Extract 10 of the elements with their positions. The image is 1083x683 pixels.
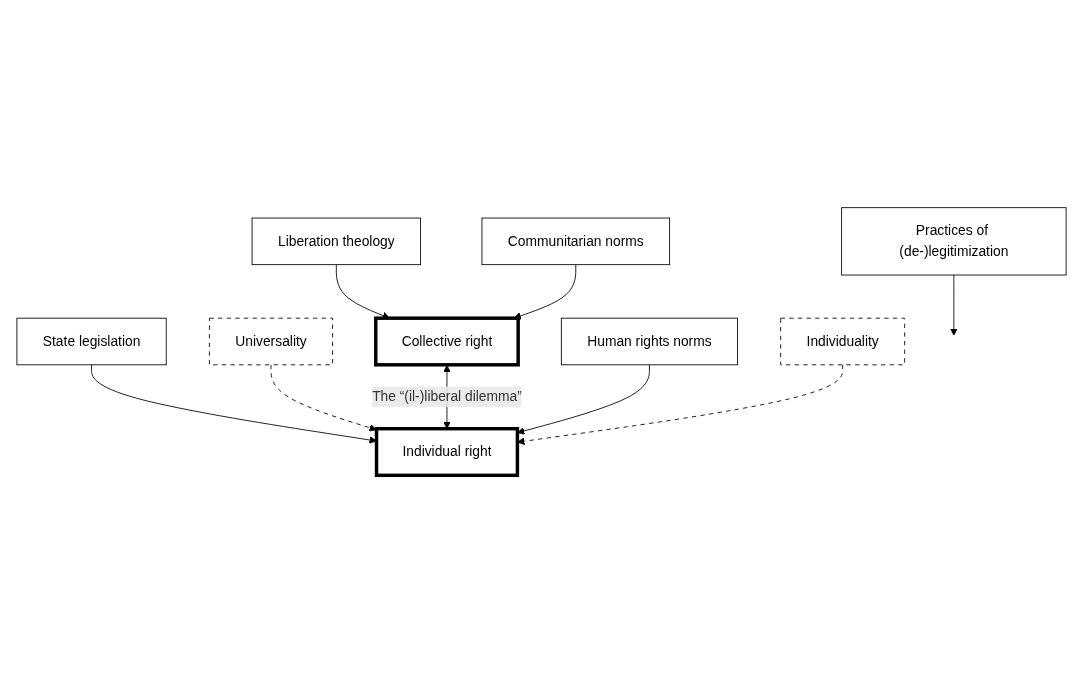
node-box: Collective right	[374, 316, 520, 367]
node-box: State legislation	[16, 317, 167, 366]
node-box: Human rights norms	[560, 317, 738, 366]
node-box: Universality	[209, 317, 334, 366]
node-box: Individual right	[374, 426, 520, 478]
node-box: Individuality	[780, 317, 906, 366]
node-box: Liberation theology	[251, 217, 421, 266]
node-box: Practices of (de-)legitimization	[841, 207, 1067, 276]
edge-label: The “(il-)liberal dilemma”	[372, 388, 522, 404]
node-box: Communitarian norms	[481, 217, 671, 266]
